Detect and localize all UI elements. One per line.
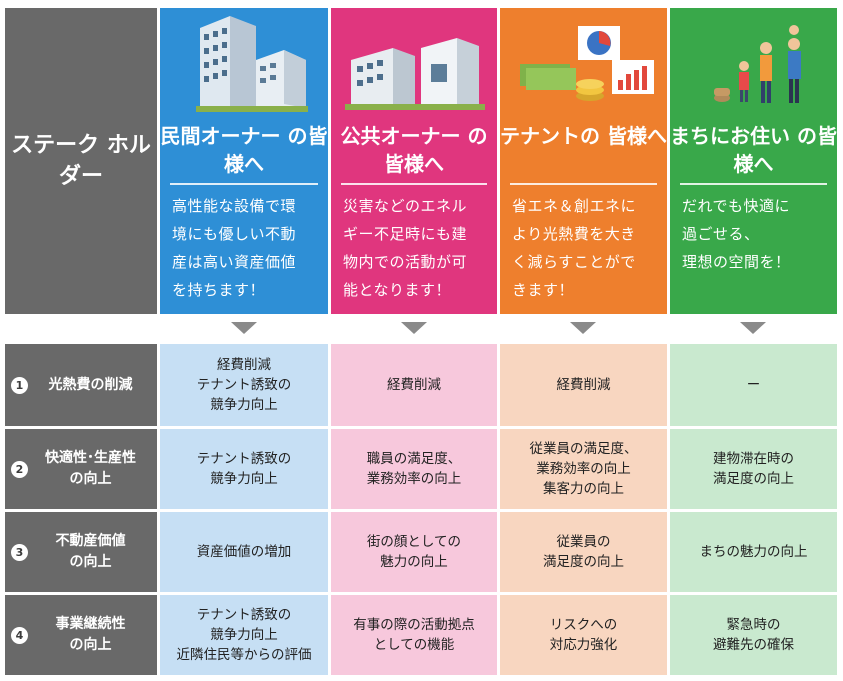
public-buildings-icon — [345, 38, 485, 110]
divider — [341, 183, 487, 185]
divider — [170, 183, 318, 185]
column-residents: まちにお住い の皆様へ だれでも快適に 過ごせる、 理想の空間を！ — [670, 8, 837, 314]
table-cell: 緊急時の 避難先の確保 — [670, 595, 837, 675]
column-public-owner: 公共オーナー の皆様へ 災害などのエネル ギー不足時にも建 物内での活動が可 能… — [331, 8, 497, 314]
row-header-business-continuity: 4 事業継続性 の向上 — [5, 595, 157, 675]
divider — [680, 183, 827, 185]
table-cell: テナント誘致の 競争力向上 — [160, 429, 328, 509]
office-buildings-icon — [196, 16, 308, 112]
stakeholder-header: ステーク ホルダー — [5, 8, 157, 314]
row-label: 事業継続性 の向上 — [55, 616, 126, 653]
down-arrow-icon — [570, 322, 596, 334]
down-arrow-icon — [231, 322, 257, 334]
table-cell: テナント誘致の 競争力向上 近隣住民等からの評価 — [160, 595, 328, 675]
column-tenant: テナントの 皆様へ 省エネ＆創エネに より光熱費を大き く減らすことがで きます… — [500, 8, 667, 314]
down-arrow-icon — [740, 322, 766, 334]
table-cell: 街の顔としての 魅力の向上 — [331, 512, 497, 592]
column-description: だれでも快適に 過ごせる、 理想の空間を！ — [682, 197, 791, 271]
column-title: 公共オーナー の皆様へ — [340, 124, 488, 176]
column-description: 高性能な設備で環 境にも優しい不動 産は高い資産価値 を持ちます！ — [172, 197, 297, 299]
row-label: 光熱費の削減 — [48, 376, 133, 393]
row-number-badge: 3 — [11, 543, 28, 561]
row-number-badge: 1 — [11, 376, 28, 394]
column-title: 民間オーナー の皆様へ — [160, 124, 328, 176]
table-cell: ー — [670, 344, 837, 426]
money-and-charts-icon — [520, 26, 654, 101]
column-description: 災害などのエネル ギー不足時にも建 物内での活動が可 能となります！ — [343, 197, 468, 299]
column-title: テナントの 皆様へ — [500, 124, 667, 148]
table-cell: 従業員の満足度、 業務効率の向上 集客力の向上 — [500, 429, 667, 509]
row-label: 不動産価値 の向上 — [55, 533, 126, 570]
table-cell: 資産価値の増加 — [160, 512, 328, 592]
column-private-owner: 民間オーナー の皆様へ 高性能な設備で環 境にも優しい不動 産は高い資産価値 を… — [160, 8, 328, 314]
table-cell: まちの魅力の向上 — [670, 512, 837, 592]
row-label: 快適性･生産性 の向上 — [45, 450, 136, 487]
table-cell: 経費削減 — [331, 344, 497, 426]
table-cell: 有事の際の活動拠点 としての機能 — [331, 595, 497, 675]
down-arrow-icon — [401, 322, 427, 334]
column-title: まちにお住い の皆様へ — [670, 124, 837, 176]
table-cell: 職員の満足度、 業務効率の向上 — [331, 429, 497, 509]
row-number-badge: 4 — [11, 626, 28, 644]
table-cell: 建物滞在時の 満足度の向上 — [670, 429, 837, 509]
table-cell: リスクへの 対応力強化 — [500, 595, 667, 675]
table-cell: 経費削減 テナント誘致の 競争力向上 — [160, 344, 328, 426]
table-cell: 経費削減 — [500, 344, 667, 426]
table-cell: 従業員の 満足度の向上 — [500, 512, 667, 592]
row-header-comfort: 2 快適性･生産性 の向上 — [5, 429, 157, 509]
family-walking-icon — [714, 25, 801, 103]
row-header-utility-cost: 1 光熱費の削減 — [5, 344, 157, 426]
divider — [510, 183, 657, 185]
row-header-property-value: 3 不動産価値 の向上 — [5, 512, 157, 592]
column-description: 省エネ＆創エネに より光熱費を大き く減らすことがで きます！ — [512, 197, 637, 299]
stakeholder-label: ステーク ホルダー — [11, 133, 151, 189]
row-number-badge: 2 — [11, 460, 28, 478]
